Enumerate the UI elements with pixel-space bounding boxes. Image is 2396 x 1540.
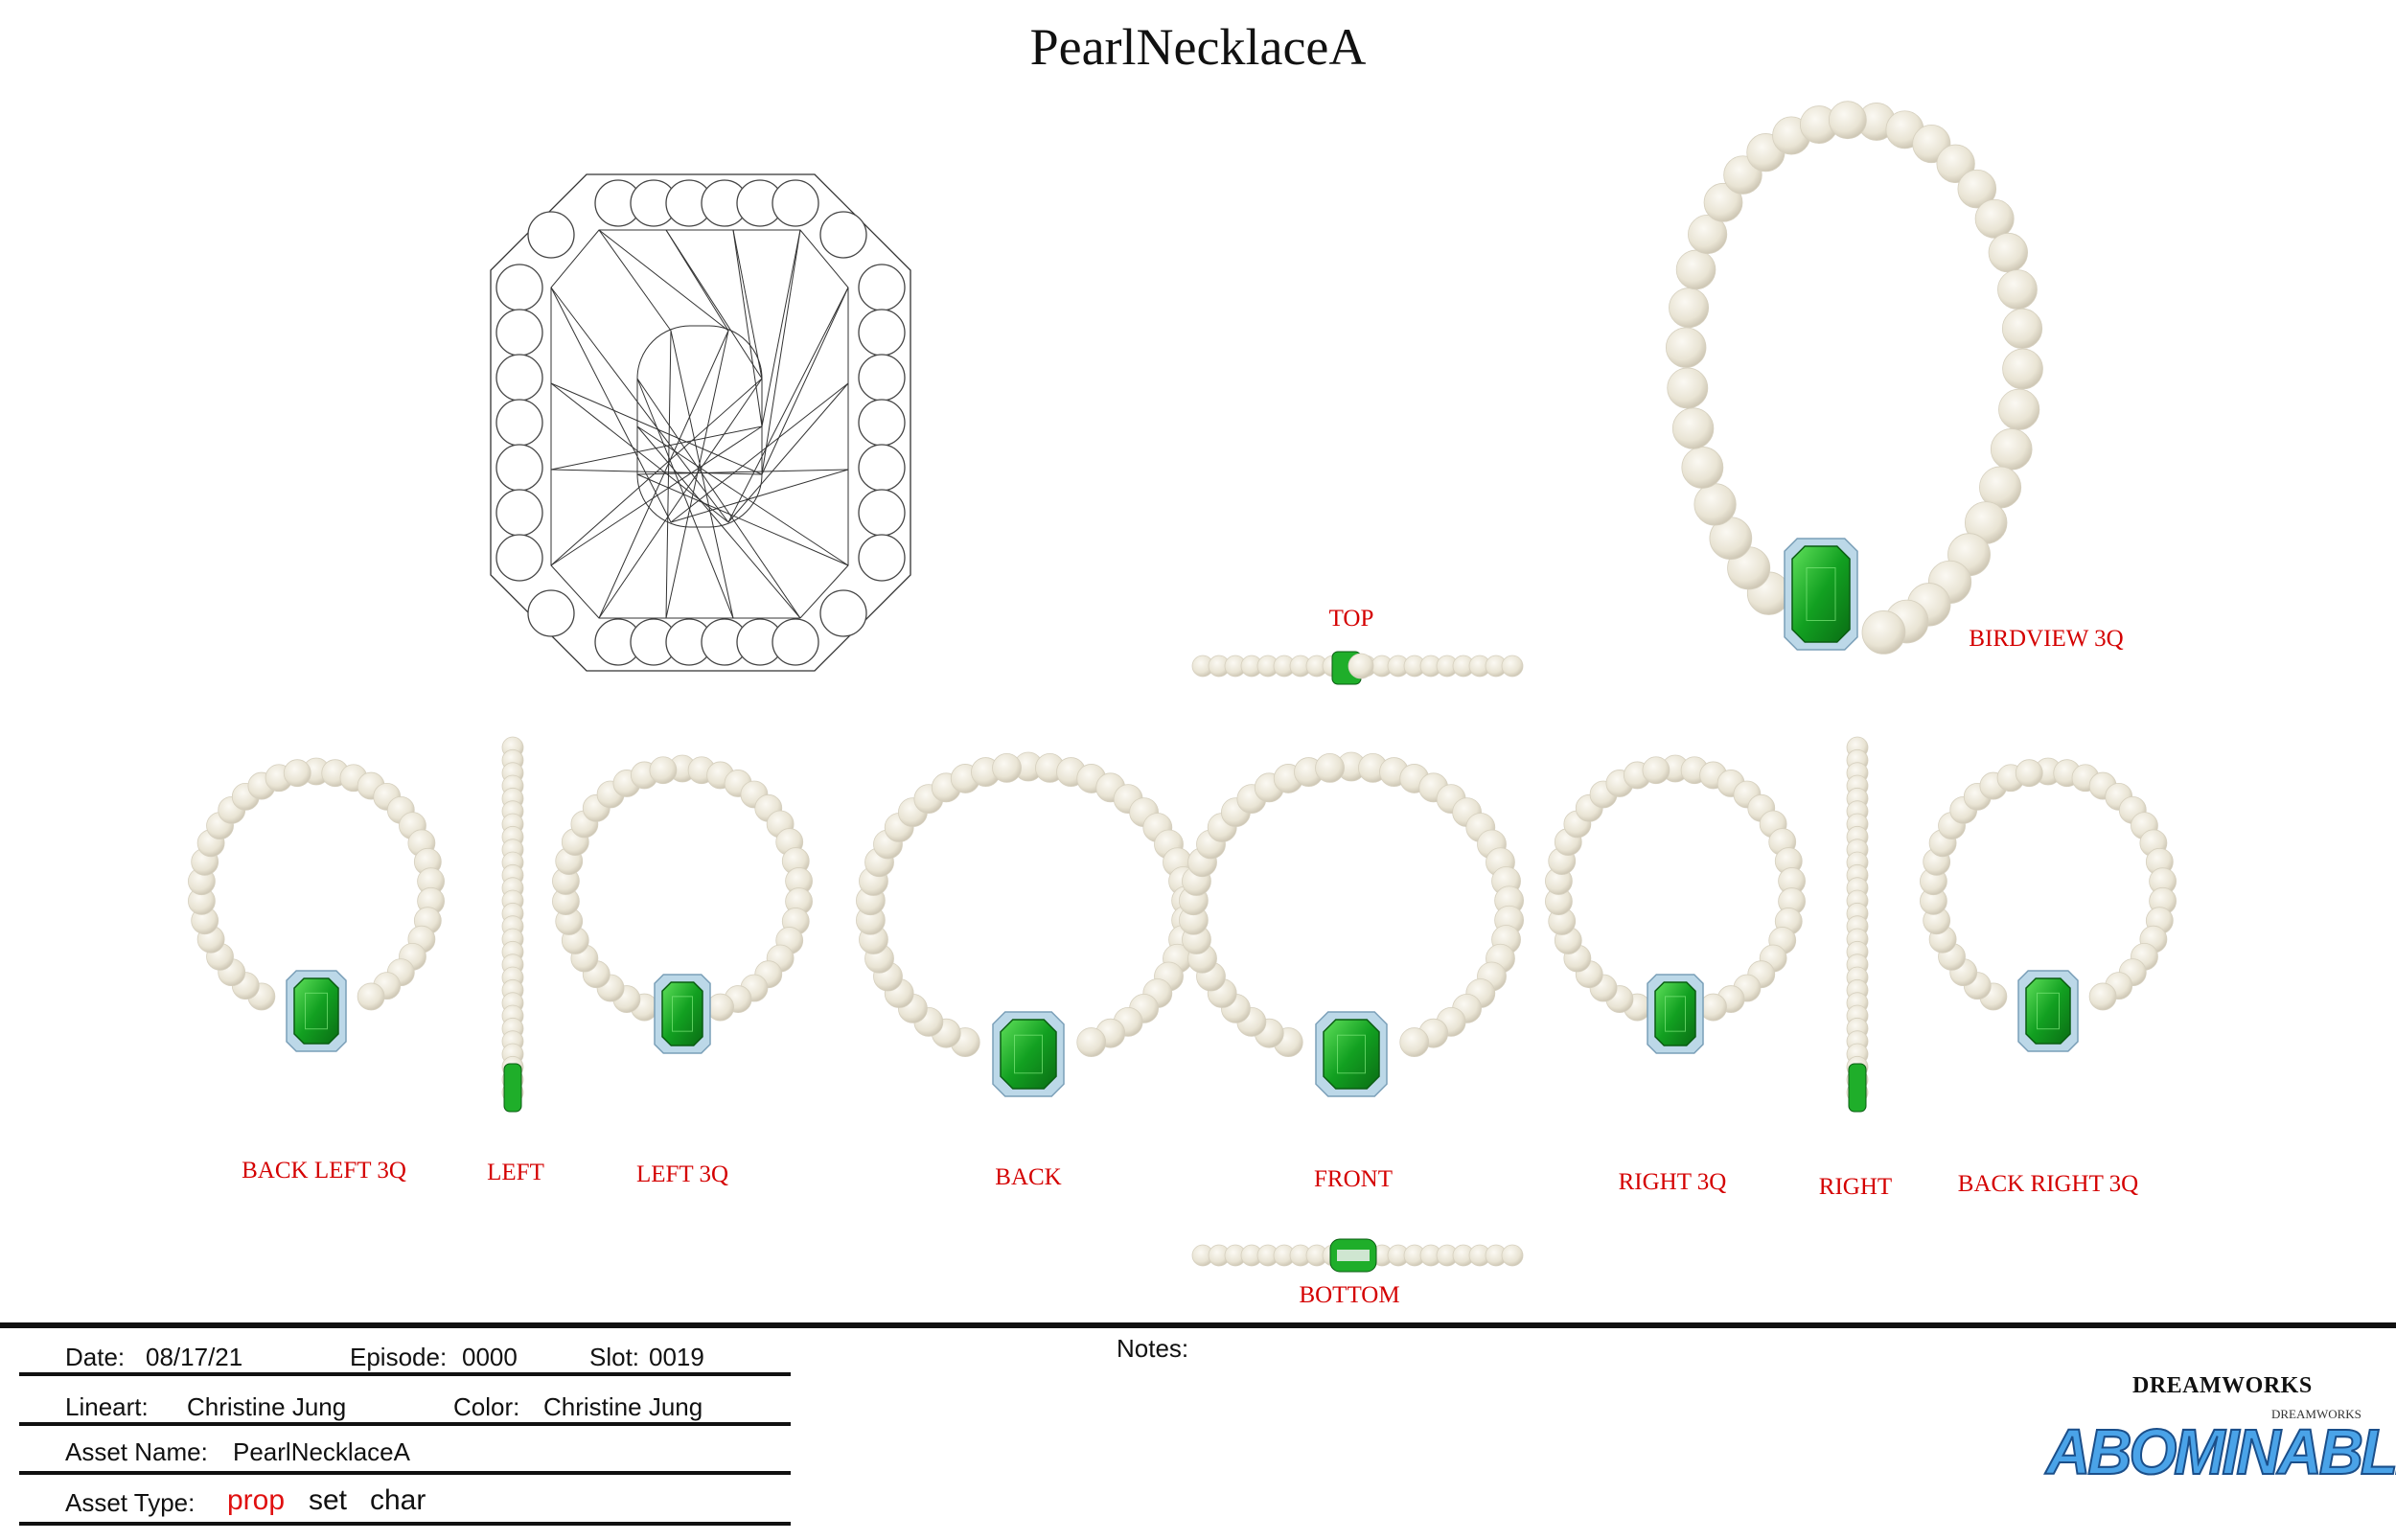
studio-wordmark-small: DREAMWORKS (2271, 1407, 2361, 1421)
studio-wordmark: DREAMWORKS (2132, 1373, 2313, 1398)
asset-type-label: Asset Type: (65, 1488, 196, 1517)
footer-rule (19, 1471, 791, 1475)
footer-rule (19, 1422, 791, 1426)
footer-divider (0, 1322, 2396, 1328)
lineart-label: Lineart: (65, 1392, 149, 1421)
episode-value: 0000 (462, 1343, 518, 1371)
label-left: LEFT (487, 1160, 544, 1185)
date-value: 08/17/21 (146, 1343, 243, 1371)
asset-name-value: PearlNecklaceA (233, 1437, 410, 1466)
label-back-right-3q: BACK RIGHT 3Q (1957, 1171, 2139, 1197)
slot-value: 0019 (649, 1343, 704, 1371)
label-right: RIGHT (1818, 1174, 1893, 1200)
label-front: FRONT (1314, 1166, 1393, 1192)
top-view-strand (1191, 651, 1524, 685)
sheet-title: PearlNecklaceA (1029, 18, 1367, 76)
asset-name-label: Asset Name: (65, 1437, 208, 1466)
label-back-left-3q: BACK LEFT 3Q (242, 1158, 406, 1184)
label-left-3q: LEFT 3Q (635, 1161, 729, 1187)
label-top: TOP (1328, 606, 1374, 632)
color-label: Color: (453, 1392, 520, 1421)
film-title-logo: ABOMINABLE (2045, 1414, 2396, 1489)
orthographic-views (188, 736, 2177, 1113)
necklace-artwork (188, 101, 2177, 1273)
label-right-3q: RIGHT 3Q (1618, 1169, 1727, 1195)
label-birdview-3q: BIRDVIEW 3Q (1969, 626, 2124, 652)
episode-label: Episode: (350, 1343, 448, 1371)
label-back: BACK (995, 1164, 1062, 1190)
birdview-necklace (1665, 101, 2043, 655)
asset-type-prop: prop (227, 1484, 286, 1516)
asset-type-char: char (370, 1484, 426, 1516)
lineart-value: Christine Jung (187, 1392, 347, 1421)
date-label: Date: (65, 1343, 126, 1371)
slot-label: Slot: (589, 1343, 640, 1371)
asset-type-set: set (309, 1484, 348, 1516)
label-bottom: BOTTOM (1299, 1282, 1400, 1308)
wireframe-pendant (490, 173, 911, 672)
footer-rule (19, 1372, 791, 1376)
bottom-view-strand (1191, 1238, 1524, 1273)
color-value: Christine Jung (543, 1392, 703, 1421)
notes-label: Notes: (1117, 1334, 1189, 1363)
footer-rule (19, 1522, 791, 1526)
